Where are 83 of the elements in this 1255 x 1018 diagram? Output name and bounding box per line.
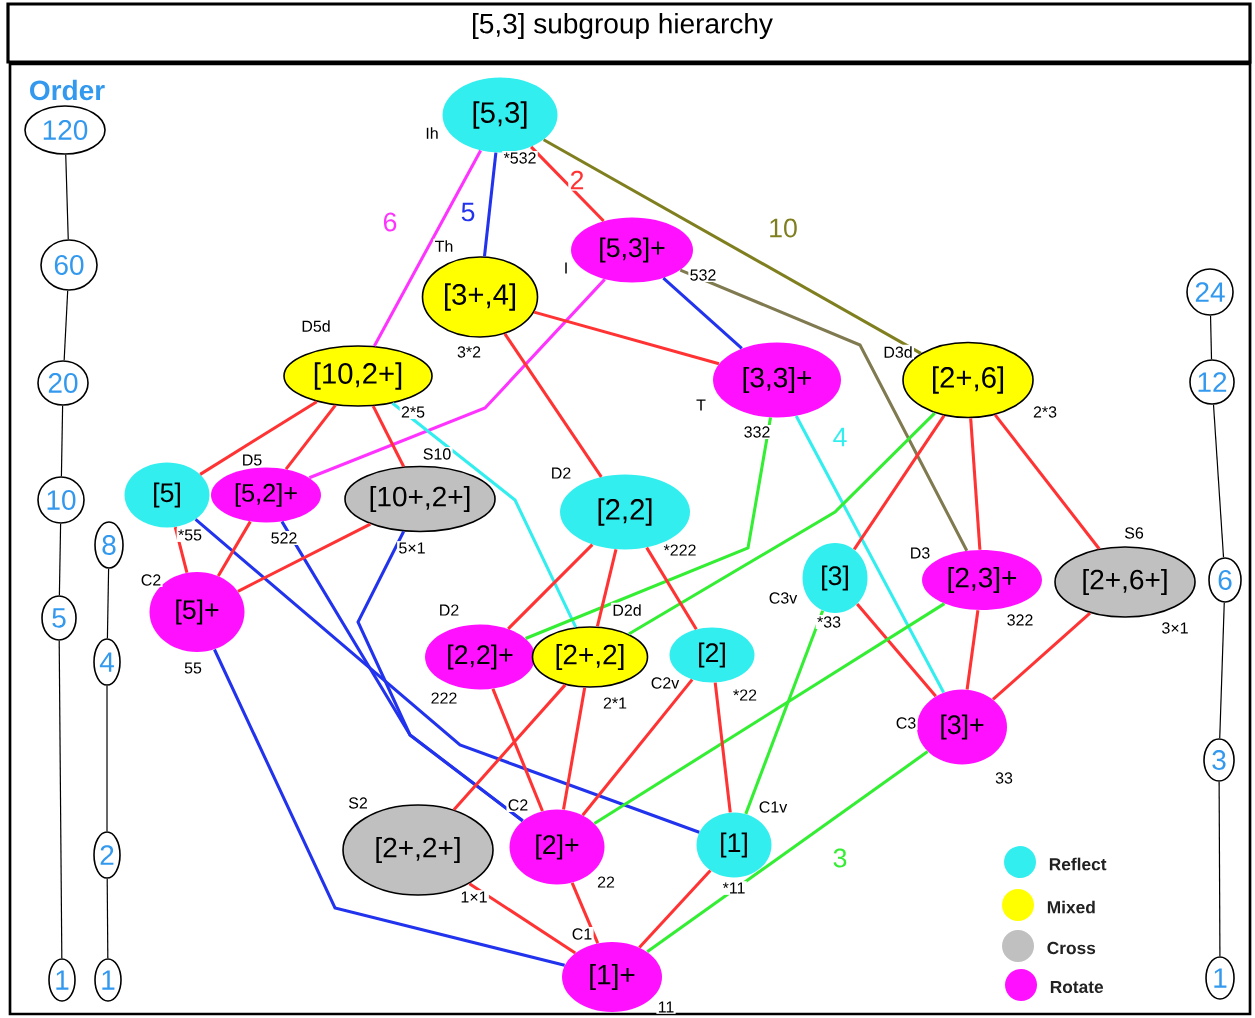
connector-line <box>173 526 189 574</box>
connector-line <box>106 685 108 832</box>
connector-line <box>60 405 64 477</box>
connector-line <box>530 145 605 223</box>
group-symbol: 3*2 <box>455 345 483 359</box>
connector-line <box>645 546 698 630</box>
connector-line <box>194 518 700 834</box>
connector-line <box>237 522 372 593</box>
group-symbol: 2*1 <box>601 696 629 710</box>
connector-line <box>391 402 578 628</box>
group-symbol: C1v <box>757 800 789 814</box>
connector-line <box>452 683 567 811</box>
connector-line <box>58 523 62 596</box>
connector-line <box>199 400 318 476</box>
connector-line <box>65 154 69 240</box>
connector-line <box>662 277 743 350</box>
connector-line <box>533 310 720 366</box>
connector-line <box>213 648 565 967</box>
group-symbol: I <box>562 261 570 275</box>
edge-label: 5 <box>459 201 477 223</box>
edge-label: 10 <box>766 217 800 239</box>
connector-line <box>58 640 63 959</box>
connector-line <box>468 882 577 955</box>
connector-line <box>713 682 732 813</box>
connector-line <box>991 612 1092 701</box>
connector-line <box>106 878 109 959</box>
connector-line <box>852 414 946 551</box>
connector-line <box>373 149 482 347</box>
connector-line <box>628 411 936 636</box>
connector-line <box>503 333 603 478</box>
connector-line <box>856 603 937 698</box>
connector-line <box>1219 602 1225 739</box>
group-symbol: T <box>694 398 708 412</box>
group-symbol: S6 <box>1122 526 1146 540</box>
connector-line <box>106 568 110 639</box>
connector-line <box>646 750 929 954</box>
connector-line <box>284 404 337 471</box>
connector-line <box>570 882 600 944</box>
connector-line <box>593 602 946 825</box>
connector-line <box>638 869 712 949</box>
group-symbol: D5d <box>300 318 332 334</box>
group-symbol: 222 <box>429 691 459 705</box>
connector-line <box>794 415 945 694</box>
connector-line <box>1212 404 1225 558</box>
title-bar: [5,3] subgroup hierarchy <box>6 2 1252 64</box>
connector-line <box>679 268 969 552</box>
edge-label: 4 <box>831 426 849 448</box>
connector-line <box>356 530 524 823</box>
legend-label: Rotate <box>1050 980 1104 994</box>
connector-line <box>581 678 694 817</box>
connector-line <box>542 138 922 355</box>
connector-line <box>1218 781 1221 957</box>
group-symbol: 2*3 <box>1031 405 1059 419</box>
group-symbol: D5 <box>240 453 264 467</box>
connector-line <box>491 688 544 812</box>
connector-line <box>993 413 1101 550</box>
group-symbol: C3v <box>767 591 799 605</box>
connector-line <box>595 549 618 627</box>
connector-line <box>63 290 69 361</box>
connector-line <box>525 417 773 640</box>
edge-label: 3 <box>831 847 849 869</box>
connector-line <box>744 610 825 815</box>
legend-label: Reflect <box>1049 857 1107 871</box>
legend-label: Mixed <box>1047 900 1095 914</box>
connector-line <box>482 152 498 257</box>
group-symbol: D2 <box>437 603 461 617</box>
connector-line <box>308 278 606 480</box>
group-symbol: 33 <box>993 771 1015 785</box>
connector-line <box>1209 315 1213 360</box>
group-symbol: 3×1 <box>1160 621 1190 635</box>
legend-label: Cross <box>1047 941 1096 955</box>
connector-line <box>507 543 594 630</box>
connector-line <box>371 405 405 468</box>
connector-line <box>969 418 982 550</box>
group-symbol: 322 <box>1005 613 1035 627</box>
group-symbol: *22 <box>731 688 759 702</box>
connector-line <box>216 520 252 577</box>
edge-label: 2 <box>568 169 586 191</box>
connector-line <box>965 610 980 690</box>
edge-label: 6 <box>381 211 399 233</box>
group-symbol: 55 <box>182 661 204 675</box>
group-symbol: Ih <box>424 125 440 141</box>
connector-line <box>562 687 587 810</box>
